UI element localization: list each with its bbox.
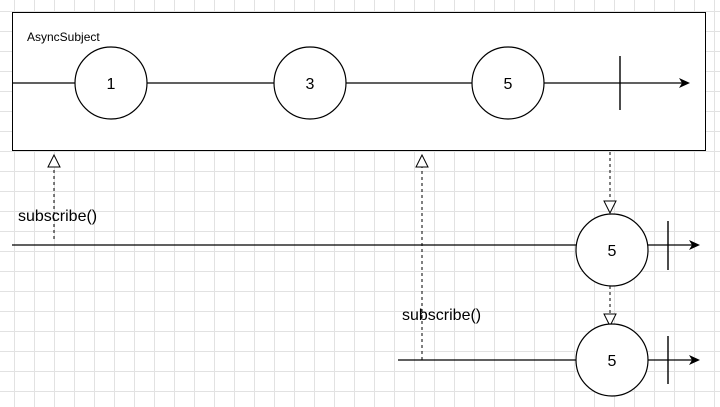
subject-marble-1: 1 bbox=[74, 46, 148, 120]
emit-link-2-open-arrow-icon bbox=[603, 313, 617, 328]
subject-marble-5: 5 bbox=[471, 46, 545, 120]
subscriber-1-timeline-arrowhead bbox=[689, 240, 700, 250]
subscriber-2-timeline-arrowhead bbox=[689, 355, 700, 365]
subject-marble-3: 3 bbox=[273, 46, 347, 120]
subscriber-2-marble-5: 5 bbox=[575, 323, 649, 397]
subscribe-1-open-arrow-icon bbox=[47, 153, 61, 168]
subject-marble-5-value: 5 bbox=[504, 76, 513, 93]
subscriber-2-marble-value: 5 bbox=[608, 353, 617, 370]
subscriber-1-marble-5: 5 bbox=[575, 213, 649, 287]
subject-marble-3-value: 3 bbox=[306, 76, 315, 93]
subscribe-2-open-arrow-icon bbox=[415, 153, 429, 168]
subject-title: AsyncSubject bbox=[27, 30, 100, 44]
emit-link-1-open-arrow-icon bbox=[603, 200, 617, 215]
subject-timeline-arrowhead bbox=[679, 78, 690, 88]
subscribe-2-label: subscribe() bbox=[402, 307, 481, 324]
subscribe-1-label: subscribe() bbox=[18, 208, 97, 225]
subject-marble-1-value: 1 bbox=[107, 76, 116, 93]
subscriber-1-marble-value: 5 bbox=[608, 243, 617, 260]
